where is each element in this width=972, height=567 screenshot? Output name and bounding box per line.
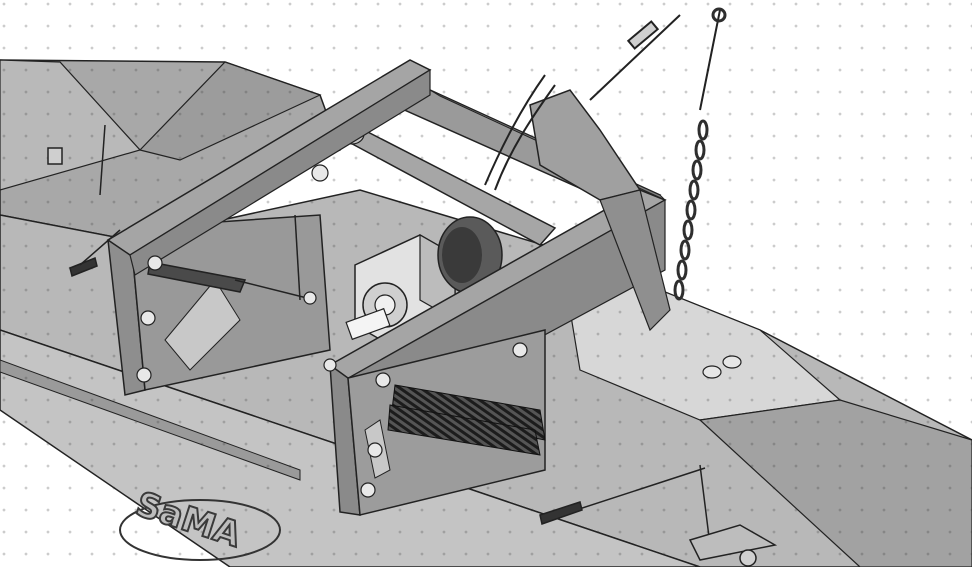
chain: [673, 7, 727, 301]
top-link: [484, 9, 721, 191]
springs: [387, 384, 546, 456]
deck-ports: [702, 355, 742, 379]
bolts: [136, 164, 528, 498]
linkage: [147, 214, 706, 525]
right-lever: [688, 464, 778, 567]
left-lever: [47, 124, 121, 278]
top-link-bracket: [529, 89, 671, 332]
